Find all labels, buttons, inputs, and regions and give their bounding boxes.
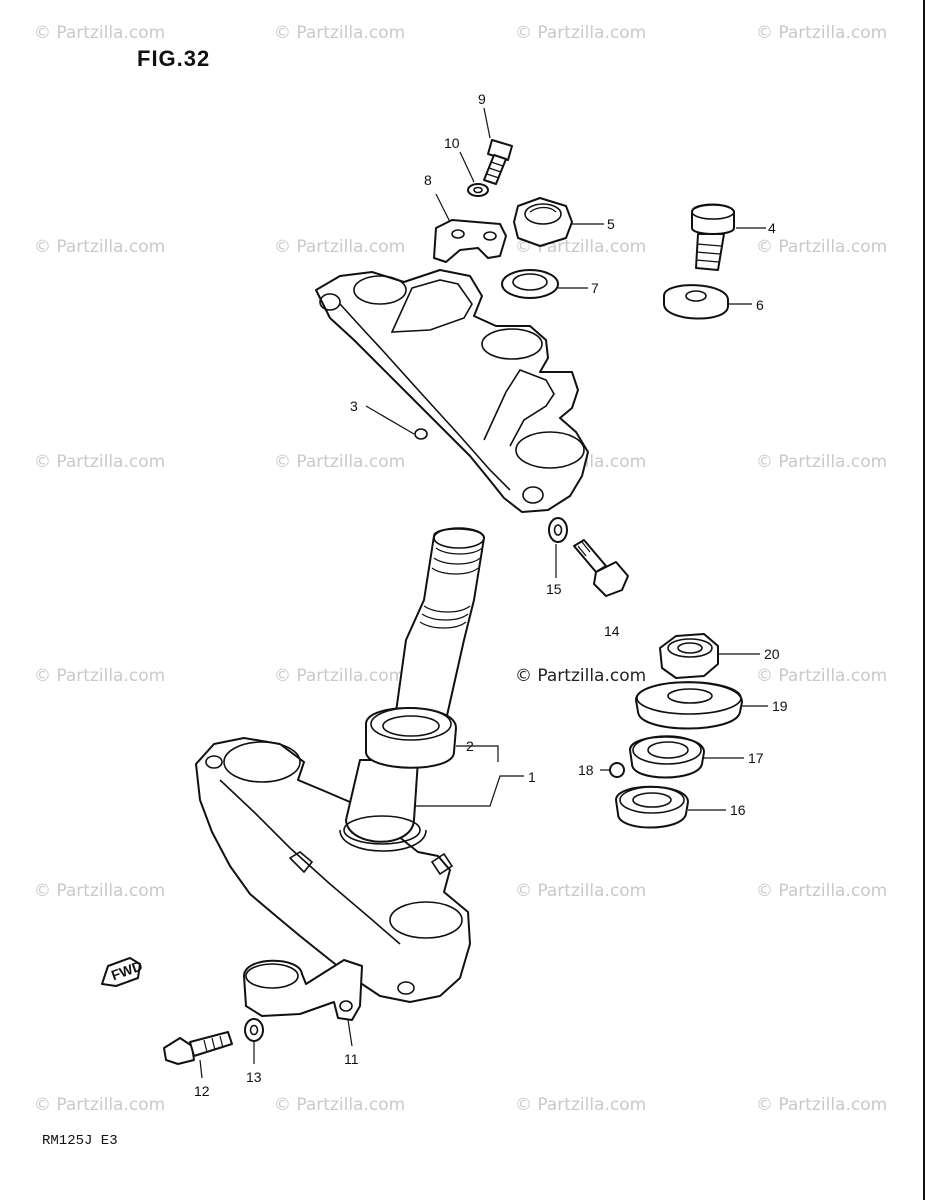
part-19-dust-seal [635,681,743,730]
callout-11: 11 [344,1051,359,1067]
watermark: © Partzilla.com [756,23,887,43]
callout-numbers: 1 2 3 4 5 6 7 8 9 10 11 12 13 14 15 16 1… [194,91,788,1099]
callout-6: 6 [756,297,764,313]
part-14-bolt [573,539,629,597]
callout-2: 2 [466,738,474,754]
callout-8: 8 [424,172,432,188]
watermark: © Partzilla.com [34,452,165,472]
callout-4: 4 [768,220,776,236]
watermark: © Partzilla.com [515,1095,646,1115]
part-5-nut [513,197,573,247]
part-4-bolt [691,203,735,271]
part-17-bearing [629,735,705,779]
callout-18: 18 [578,762,594,778]
watermark: © Partzilla.com [515,881,646,901]
watermark: © Partzilla.com [34,666,165,686]
figure-title: FIG.32 [137,46,210,71]
watermark: © Partzilla.com [34,237,165,257]
callout-15: 15 [546,581,562,597]
part-20-nut [659,633,719,679]
watermark: © Partzilla.com [756,452,887,472]
part-10-washer [467,183,489,197]
watermark: © Partzilla.com [274,237,405,257]
part-11-plate [243,959,363,1021]
watermark: © Partzilla.com [34,881,165,901]
watermark: © Partzilla.com [515,23,646,43]
callout-9: 9 [478,91,486,107]
callout-20: 20 [764,646,780,662]
part-12-bolt [163,1031,233,1065]
watermark: © Partzilla.com [34,1095,165,1115]
callout-16: 16 [730,802,746,818]
callout-14: 14 [604,623,620,639]
watermark: © Partzilla.com [274,452,405,472]
watermark: © Partzilla.com [756,1095,887,1115]
part-6-washer [663,284,729,320]
callout-17: 17 [748,750,764,766]
watermark: © Partzilla.com [756,237,887,257]
callout-10: 10 [444,135,460,151]
watermark-grid: © Partzilla.com © Partzilla.com © Partzi… [34,23,887,1115]
callout-12: 12 [194,1083,210,1099]
model-code: RM125J E3 [42,1133,118,1149]
callout-3: 3 [350,398,358,414]
callout-5: 5 [607,216,615,232]
fwd-arrow: FWD [101,957,145,987]
watermark: © Partzilla.com [756,881,887,901]
part-18-ball [609,762,625,778]
callout-13: 13 [246,1069,262,1085]
callout-7: 7 [591,280,599,296]
leader-lines [199,107,768,1079]
watermark: © Partzilla.com [274,23,405,43]
part-3-upper-bracket [315,269,589,513]
part-15-washer [548,517,568,543]
part-16-race [615,785,689,829]
part-1-lower-bracket [195,527,485,1003]
part-13-washer [244,1018,264,1042]
part-8-clamp [433,219,507,263]
center-watermark: © Partzilla.com [515,666,646,686]
part-9-bolt [483,139,513,185]
watermark: © Partzilla.com [274,1095,405,1115]
part-2-bearing [365,707,457,769]
watermark: © Partzilla.com [274,666,405,686]
callout-1: 1 [528,769,536,785]
watermark: © Partzilla.com [34,23,165,43]
callout-19: 19 [772,698,788,714]
part-7-washer [501,269,559,299]
watermark: © Partzilla.com [756,666,887,686]
